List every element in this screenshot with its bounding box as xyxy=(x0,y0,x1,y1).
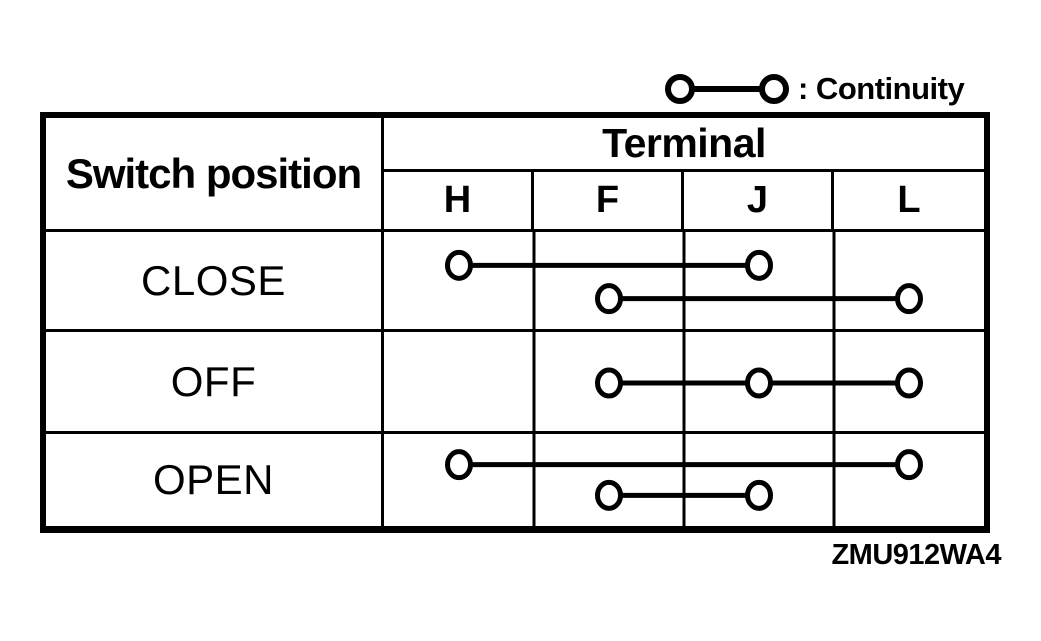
terminal-column-header: H xyxy=(384,172,534,232)
terminal-column-header: J xyxy=(684,172,834,232)
terminal-contact-circle xyxy=(745,367,773,399)
terminal-column-header: F xyxy=(534,172,684,232)
terminal-contact-circle xyxy=(895,449,923,481)
switch-position-label: CLOSE xyxy=(46,232,384,332)
continuity-legend: : Continuity xyxy=(660,66,965,112)
figure-code: ZMU912WA4 xyxy=(831,539,1001,571)
switch-position-header: Switch position xyxy=(46,118,384,232)
terminal-contact-circle xyxy=(745,479,773,511)
terminal-contact-circle xyxy=(745,249,773,281)
terminal-column-header: L xyxy=(834,172,984,232)
legend-contact-circle xyxy=(665,74,695,104)
continuity-row-area xyxy=(384,232,984,332)
terminal-contact-circle xyxy=(595,367,623,399)
continuity-row-area xyxy=(384,332,984,434)
terminal-contact-circle xyxy=(895,283,923,315)
terminal-contact-circle xyxy=(445,249,473,281)
continuity-symbol-icon xyxy=(665,74,789,104)
continuity-connections-svg xyxy=(445,434,923,526)
terminal-group-header: Terminal xyxy=(384,118,984,172)
switch-position-label: OPEN xyxy=(46,434,384,526)
legend-label: : Continuity xyxy=(798,71,965,106)
continuity-connections-svg xyxy=(445,232,923,332)
legend-contact-circle xyxy=(759,74,789,104)
terminal-contact-circle xyxy=(595,479,623,511)
continuity-row-area xyxy=(384,434,984,526)
switch-position-label: OFF xyxy=(46,332,384,434)
terminal-contact-circle xyxy=(445,449,473,481)
continuity-connections-svg xyxy=(532,332,923,434)
terminal-contact-circle xyxy=(595,283,623,315)
terminal-contact-circle xyxy=(895,367,923,399)
